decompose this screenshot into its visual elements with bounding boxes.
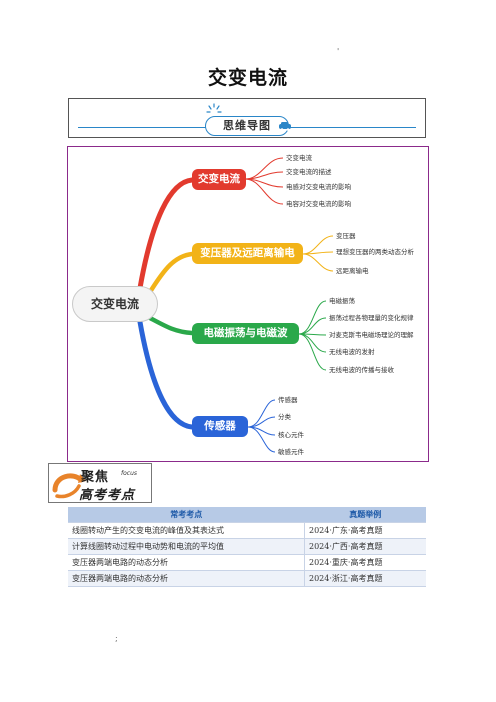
swoosh-arrow-icon: [52, 473, 86, 499]
exam-points-table: 常考考点 真题举例 线圈转动产生的交变电流的峰值及其表达式 2024·广东·高考…: [68, 507, 426, 587]
branch-ac-current: 交变电流: [192, 169, 246, 190]
branch-sensor: 传感器: [192, 416, 248, 437]
table-row: 变压器两端电路的动态分析 2024·重庆·高考真题: [68, 554, 426, 571]
leaf-item: 敏感元件: [278, 448, 304, 456]
table-row: 计算线圈转动过程中电动势和电流的平均值 2024·广西·高考真题: [68, 538, 426, 555]
leaf-item: 核心元件: [278, 431, 304, 439]
leaf-item: 交变电流的描述: [286, 168, 332, 176]
page-title: 交变电流: [207, 67, 288, 89]
branch-transformer: 变压器及远距离输电: [192, 243, 303, 264]
table-cell: 计算线圈转动过程中电动势和电流的平均值: [68, 538, 305, 555]
focus-tag: focus: [121, 470, 138, 477]
focus-title: 聚焦: [81, 470, 110, 485]
table-cell: 2024·重庆·高考真题: [304, 554, 426, 571]
stray-mark: ;: [115, 634, 118, 643]
header-line-right: [288, 127, 416, 128]
stray-mark: ': [337, 47, 340, 56]
table-cell: 线圈转动产生的交变电流的峰值及其表达式: [68, 522, 305, 539]
section-header-frame: [68, 98, 426, 138]
leaf-item: 电感对交变电流的影响: [286, 183, 351, 191]
leaf-item: 振荡过程各物理量的变化规律: [329, 314, 414, 322]
table-cell: 2024·广西·高考真题: [304, 538, 426, 555]
table-cell: 2024·广东·高考真题: [304, 522, 426, 539]
table-header-row: 常考考点 真题举例: [68, 507, 426, 523]
leaf-item: 无线电波的传播与接收: [329, 366, 394, 374]
leaf-item: 交变电流: [286, 154, 312, 162]
table-row: 线圈转动产生的交变电流的峰值及其表达式 2024·广东·高考真题: [68, 522, 426, 539]
table-cell: 变压器两端电路的动态分析: [68, 554, 305, 571]
column-header: 常考考点: [68, 507, 305, 523]
table-row: 变压器两端电路的动态分析 2024·浙江·高考真题: [68, 570, 426, 587]
column-header: 真题举例: [304, 507, 426, 523]
leaf-item: 传感器: [278, 396, 298, 404]
header-line-left: [78, 127, 206, 128]
focus-badge: 聚焦 focus 高考考点: [48, 463, 152, 503]
leaf-item: 电容对交变电流的影响: [286, 200, 351, 208]
leaf-item: 分类: [278, 413, 291, 421]
sparkle-icon: [206, 103, 222, 113]
table-cell: 2024·浙江·高考真题: [304, 570, 426, 587]
leaf-item: 理想变压器的两类动态分析: [336, 248, 414, 256]
car-icon: [279, 122, 291, 131]
section-title: 思维导图: [205, 116, 289, 136]
table-cell: 变压器两端电路的动态分析: [68, 570, 305, 587]
leaf-item: 无线电波的发射: [329, 348, 375, 356]
mindmap-center-node: 交变电流: [72, 286, 158, 322]
branch-em-oscillation: 电磁振荡与电磁波: [192, 323, 299, 344]
leaf-item: 电磁振荡: [329, 297, 355, 305]
leaf-item: 变压器: [336, 232, 356, 240]
focus-subtitle: 高考考点: [79, 488, 136, 503]
leaf-item: 对麦克斯韦电磁场理论的理解: [329, 331, 414, 339]
leaf-item: 远距离输电: [336, 267, 369, 275]
mindmap-frame: [67, 146, 429, 462]
